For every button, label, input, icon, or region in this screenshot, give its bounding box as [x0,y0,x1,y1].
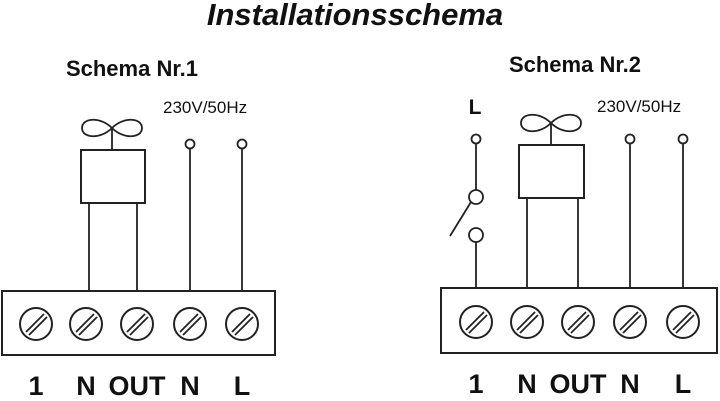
terminal-label: N [180,371,200,401]
screw-1 [19,307,53,341]
terminal-label: L [234,371,251,401]
power-terminal-l [236,138,248,150]
screw-4 [613,305,647,339]
screw-2 [510,305,544,339]
power-terminal-n [624,133,636,145]
switch-top-terminal [470,133,482,145]
terminal-label: OUT [109,371,167,401]
schema-1: Schema Nr.1 230V/50Hz [1,56,276,401]
motor-box [518,144,585,199]
terminal-label: N [76,371,96,401]
schema-2: Schema Nr.2 230V/50Hz L [440,52,718,399]
schema-2-voltage: 230V/50Hz [597,97,681,116]
switch-contact-top [468,189,484,205]
screw-2 [69,307,103,341]
motor-box [80,149,146,204]
terminal-label: L [675,369,692,399]
schema-1-voltage: 230V/50Hz [163,98,247,117]
terminal-label: OUT [550,369,608,399]
fan-icon [520,113,582,145]
page-title: Installationsschema [207,0,503,32]
screw-3 [561,305,595,339]
screw-5 [666,305,700,339]
terminal-label: N [620,369,640,399]
terminal-label: 1 [28,371,43,401]
screw-4 [173,307,207,341]
switch-l-label: L [469,96,482,119]
power-terminal-l [677,133,689,145]
switch-contact-bottom [468,227,484,243]
terminal-label: 1 [468,369,483,399]
power-terminal-n [184,138,196,150]
schema-1-heading: Schema Nr.1 [66,56,198,81]
schema-2-heading: Schema Nr.2 [509,52,641,77]
screw-1 [459,305,493,339]
screw-3 [120,307,154,341]
screw-5 [225,307,259,341]
fan-icon [81,118,143,150]
terminal-label: N [517,369,537,399]
switch-lever [449,201,472,237]
